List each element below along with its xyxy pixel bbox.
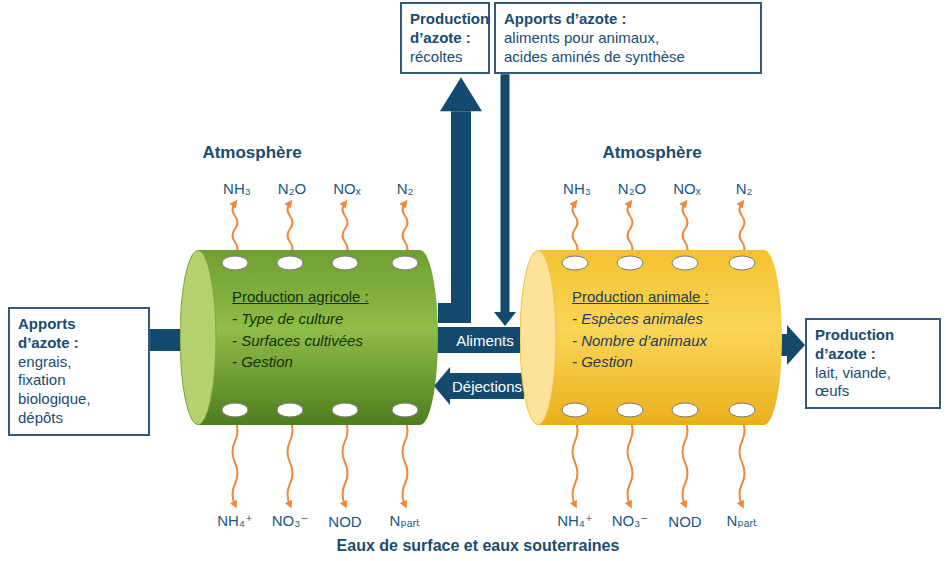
emission-arrow [628, 420, 633, 505]
compound-label: NO₃⁻ [612, 512, 649, 530]
zone-label: Atmosphère [602, 143, 701, 163]
compound-label: N₂ [397, 180, 414, 197]
flow-arrow [438, 77, 482, 313]
emission-arrow [233, 203, 238, 255]
compound-label: Nₚₐᵣₜ [390, 512, 421, 530]
node-text: - Espèces animales [572, 308, 772, 330]
compound-label: NOD [668, 513, 701, 530]
cylinder-node: Production agricole :- Type de culture- … [180, 250, 438, 425]
emission-arrow [233, 420, 238, 505]
compound-label: NH₄⁺ [217, 512, 253, 530]
emission-arrow [288, 420, 293, 505]
emission-arrow [573, 203, 578, 255]
cylinder-node: Production animale :- Espèces animales- … [520, 250, 782, 425]
emission-arrow [343, 420, 348, 505]
compound-label: N₂ [736, 180, 753, 197]
emission-arrow [740, 203, 745, 255]
edge-label: Déjections [452, 378, 522, 395]
node-text: engrais, fixation biologique, dépôts [18, 353, 114, 428]
node-text: - Nombre d’animaux [572, 330, 772, 352]
flow-arrow [434, 367, 524, 405]
flow-box: Apports d’azote :engrais, fixation biolo… [8, 307, 150, 436]
node-heading: Production d’azote : [410, 10, 480, 48]
node-heading: Production d’azote : [815, 326, 919, 364]
compound-label: NOₓ [333, 180, 360, 197]
flow-box: Production d’azote :récoltes [400, 2, 490, 74]
flow-box: Apports d’azote :aliments pour animaux, … [494, 2, 762, 74]
compound-label: NH₃ [563, 180, 591, 197]
compound-label: NH₄⁺ [557, 512, 593, 530]
emission-arrow [403, 420, 408, 505]
compound-label: N₂O [618, 180, 646, 197]
edge-label: Aliments [456, 332, 514, 349]
node-text: lait, viande, œufs [815, 364, 919, 402]
compound-label: NOₓ [673, 180, 700, 197]
emission-arrow [403, 203, 408, 255]
node-text: - Gestion [572, 351, 772, 373]
emission-arrow [628, 203, 633, 255]
emission-arrow [343, 203, 348, 255]
emission-arrow [683, 203, 688, 255]
compound-label: Nₚₐᵣₜ [727, 512, 758, 530]
zone-label: Atmosphère [202, 143, 301, 163]
flow-box: Production d’azote :lait, viande, œufs [805, 318, 941, 409]
compound-label: NO₃⁻ [272, 512, 309, 530]
emission-arrow [740, 420, 745, 505]
node-text: aliments pour animaux, acides aminés de … [504, 29, 702, 67]
node-heading: Production animale : [572, 286, 772, 308]
node-text: - Type de culture [232, 308, 428, 330]
node-text: - Surfaces cultivées [232, 330, 428, 352]
flow-arrow [780, 325, 805, 365]
emission-arrow [683, 420, 688, 505]
node-heading: Apports d’azote : [504, 10, 752, 29]
emission-arrow [573, 420, 578, 505]
node-text: - Gestion [232, 351, 428, 373]
flow-arrow [494, 74, 516, 326]
emission-arrow [288, 203, 293, 255]
node-heading: Apports d’azote : [18, 315, 118, 353]
compound-label: NOD [328, 513, 361, 530]
compound-label: N₂O [278, 180, 306, 197]
zone-label: Eaux de surface et eaux souterraines [337, 537, 620, 555]
node-heading: Production agricole : [232, 286, 428, 308]
node-text: récoltes [410, 48, 480, 67]
compound-label: NH₃ [223, 180, 251, 197]
